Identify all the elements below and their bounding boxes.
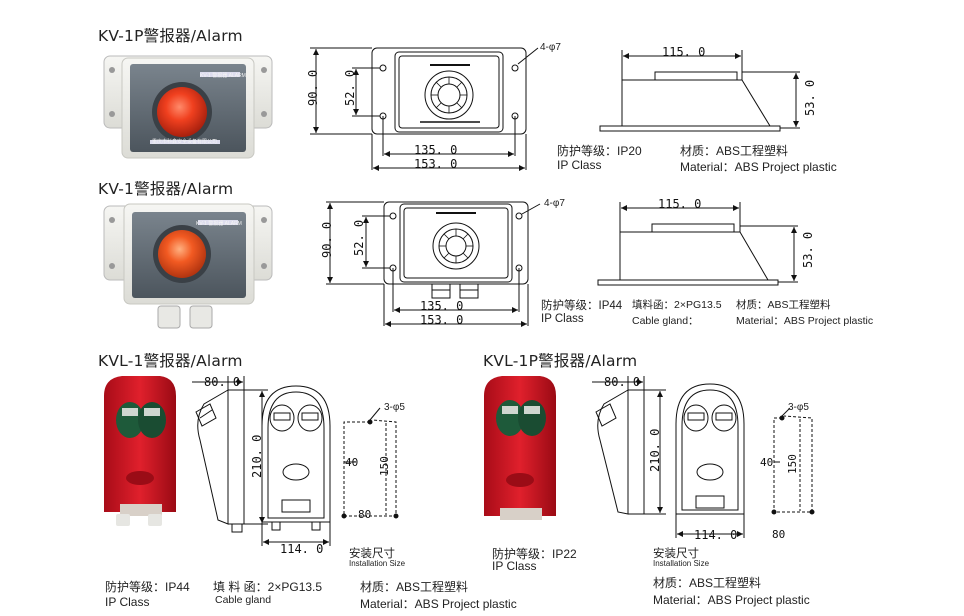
kv1p-dim-135: 135. 0 [414, 143, 458, 157]
kvl1-photo [104, 376, 176, 526]
kv1p-side-drawing [599, 50, 800, 132]
kvl1-install-h: 150 [378, 456, 391, 476]
kvl1p-install-b: 80 [772, 528, 786, 541]
kvl1p-protection: 防护等级：IP22 [492, 547, 577, 561]
kvl1p-protection-en: IP Class [492, 559, 537, 573]
kvl1p-dim-210: 210. 0 [648, 428, 662, 472]
title-kv1: KV-1警报器/Alarm [98, 180, 234, 198]
kvl1p-install-w: 40 [760, 456, 774, 469]
kv1p-device-label: KV-1 警报器 ALARM [200, 73, 246, 79]
kv1-material: 材质：ABS工程塑料 [736, 299, 831, 311]
kv1-device-label: KV-1 警报器 ALARM [196, 221, 242, 227]
kv1p-maker: 重庆市科鑫安全设备有限公司 [152, 139, 218, 145]
kv1-side-drawing [597, 202, 798, 286]
kvl1-cable-en: Cable gland [215, 594, 272, 606]
kv1-photo [103, 203, 273, 329]
kv1p-material: 材质：ABS工程塑料 [680, 144, 789, 158]
kvl1-dim-114: 114. 0 [280, 542, 324, 556]
kvl1-install-cn: 安装尺寸 [349, 548, 395, 560]
kvl1p-material-en: Material：ABS Project plastic [653, 593, 810, 607]
title-kvl1: KVL-1警报器/Alarm [98, 352, 243, 370]
kvl1-dim-210: 210. 0 [250, 434, 264, 478]
kvl1p-install-en: Installation Size [653, 559, 710, 568]
kv1-side-height: 53. 0 [801, 231, 815, 268]
kv1-dim-135: 135. 0 [420, 299, 464, 313]
kv1-dim-90: 90. 0 [320, 221, 334, 258]
kvl1p-front-drawing [675, 383, 745, 538]
kvl1p-dim-114: 114. 0 [694, 528, 738, 542]
kv1-dim-52: 52. 0 [352, 219, 366, 256]
kv1-protection-en: IP Class [541, 313, 584, 325]
kvl1p-material: 材质：ABS工程塑料 [653, 576, 762, 590]
kv1-side-width: 115. 0 [658, 197, 702, 211]
kv1-material-en: Material：ABS Project plastic [736, 315, 874, 327]
kv1-cable-en: Cable gland： [632, 315, 699, 327]
kv1p-side-height: 53. 0 [803, 79, 817, 116]
kv1p-photo [103, 55, 273, 159]
kv1p-dim-153: 153. 0 [414, 157, 458, 171]
kv1p-protection: 防护等级：IP20 [557, 144, 642, 158]
kvl1-front-drawing [261, 385, 331, 546]
kvl1p-dim-80: 80. 0 [604, 375, 641, 389]
kv1p-front-drawing [310, 47, 539, 171]
kvl1-material: 材质：ABS工程塑料 [360, 580, 469, 594]
kvl1p-install-drawing [771, 407, 815, 515]
kvl1-install-drawing [341, 407, 399, 519]
kvl1p-side-drawing [592, 376, 666, 515]
title-kv1p: KV-1P警报器/Alarm [98, 27, 243, 45]
kv1-dim-153: 153. 0 [420, 313, 464, 327]
kvl1p-install-h: 150 [786, 454, 799, 474]
kv1p-holes: 4-φ7 [540, 42, 561, 53]
kvl1-protection-en: IP Class [105, 595, 150, 609]
kvl1-install-b: 80 [358, 508, 372, 521]
kvl1-install-en: Installation Size [349, 559, 406, 568]
title-kvl1p: KVL-1P警报器/Alarm [483, 352, 638, 370]
kv1p-side-width: 115. 0 [662, 45, 706, 59]
kvl1-install-w: 40 [345, 456, 359, 469]
kvl1-material-en: Material：ABS Project plastic [360, 597, 517, 611]
kvl1-protection: 防护等级：IP44 [105, 580, 190, 594]
kvl1-holes: 3-φ5 [384, 402, 405, 413]
kv1p-protection-en: IP Class [557, 158, 602, 172]
kvl1-cable: 填 料 函：2×PG13.5 [213, 580, 323, 594]
kvl1-dim-80: 80. 0 [204, 375, 241, 389]
kv1p-dim-52: 52. 0 [343, 69, 357, 106]
kv1p-dim-90: 90. 0 [306, 69, 320, 106]
kvl1p-holes: 3-φ5 [788, 402, 809, 413]
kvl1p-install-cn: 安装尺寸 [653, 548, 699, 560]
kv1p-material-en: Material：ABS Project plastic [680, 160, 837, 174]
kv1-cable: 填料函：2×PG13.5 [632, 299, 722, 311]
kv1-protection: 防护等级：IP44 [541, 300, 623, 312]
kv1-holes: 4-φ7 [544, 198, 565, 209]
kv1-front-drawing [326, 201, 541, 327]
kvl1p-photo [484, 376, 556, 520]
